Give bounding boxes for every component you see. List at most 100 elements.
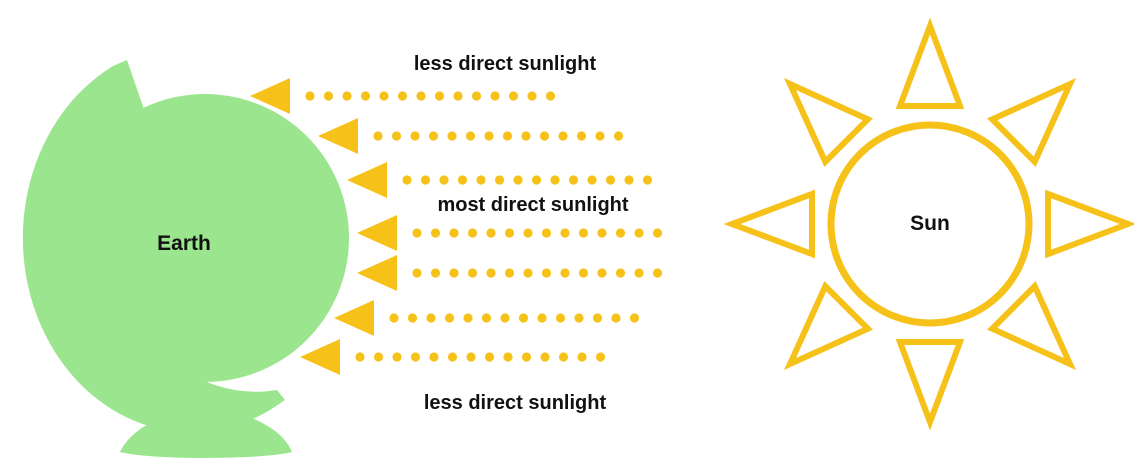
- ray-arrowhead: [357, 255, 397, 291]
- sun-beam: [992, 84, 1070, 162]
- ray-dot: [509, 91, 518, 100]
- middle-rays-label: most direct sunlight: [437, 194, 628, 216]
- ray-dot: [429, 131, 438, 140]
- ray-dot: [458, 175, 467, 184]
- ray-dot: [421, 175, 430, 184]
- ray-dot: [542, 268, 551, 277]
- ray-arrowhead: [318, 118, 358, 154]
- sun-label: Sun: [910, 212, 950, 235]
- ray-dot: [431, 268, 440, 277]
- ray-dot: [542, 228, 551, 237]
- sun-beam: [992, 286, 1070, 364]
- ray-dot: [500, 313, 509, 322]
- ray-dot: [361, 91, 370, 100]
- ray-dot: [398, 91, 407, 100]
- ray-dot: [466, 352, 475, 361]
- ray-dot: [519, 313, 528, 322]
- ray-dot: [527, 91, 536, 100]
- ray-dot: [449, 268, 458, 277]
- ray-dot: [486, 268, 495, 277]
- ray-dot: [468, 268, 477, 277]
- ray-dot: [445, 313, 454, 322]
- ray-dot: [556, 313, 565, 322]
- ray-dot: [597, 228, 606, 237]
- ray-dot: [468, 228, 477, 237]
- ray-dot: [634, 268, 643, 277]
- ray-dot: [614, 131, 623, 140]
- ray-dot: [616, 268, 625, 277]
- ray-dot: [324, 91, 333, 100]
- ray-dot: [453, 91, 462, 100]
- ray-dot: [597, 268, 606, 277]
- ray-dot: [355, 352, 364, 361]
- ray-dot: [408, 313, 417, 322]
- ray-dot: [532, 175, 541, 184]
- ray-dot: [482, 313, 491, 322]
- ray-dot: [624, 175, 633, 184]
- ray-dot: [412, 268, 421, 277]
- ray-dot: [579, 268, 588, 277]
- ray-dot: [558, 131, 567, 140]
- ray-dot: [593, 313, 602, 322]
- ray-dot: [653, 228, 662, 237]
- ray-dot: [463, 313, 472, 322]
- ray-dot: [523, 228, 532, 237]
- ray-dot: [596, 352, 605, 361]
- ray-dot: [411, 352, 420, 361]
- ray-dot: [550, 175, 559, 184]
- ray-dot: [616, 228, 625, 237]
- ray-dot: [643, 175, 652, 184]
- ray-dot: [574, 313, 583, 322]
- ray-dot: [537, 313, 546, 322]
- ray-dot: [587, 175, 596, 184]
- ray-dot: [486, 228, 495, 237]
- sun-beam: [900, 342, 960, 422]
- ray-dot: [505, 228, 514, 237]
- ray-dot: [448, 352, 457, 361]
- ray-dot: [611, 313, 620, 322]
- ray-dot: [540, 131, 549, 140]
- sun-beam: [732, 194, 812, 254]
- ray-dot: [426, 313, 435, 322]
- ray-dot: [476, 175, 485, 184]
- bottom-rays-label: less direct sunlight: [424, 392, 607, 414]
- ray-dot: [579, 228, 588, 237]
- ray-dot: [521, 131, 530, 140]
- ray-dot: [569, 175, 578, 184]
- ray-dot: [472, 91, 481, 100]
- ray-dot: [449, 228, 458, 237]
- sun-beam: [900, 26, 960, 106]
- ray-dot: [402, 175, 411, 184]
- ray-dot: [392, 131, 401, 140]
- ray-dot: [484, 131, 493, 140]
- ray-dot: [560, 268, 569, 277]
- ray-dot: [490, 91, 499, 100]
- ray-arrowhead: [347, 162, 387, 198]
- ray-dot: [429, 352, 438, 361]
- ray-dot: [416, 91, 425, 100]
- ray-dot: [540, 352, 549, 361]
- ray-dot: [431, 228, 440, 237]
- ray-dot: [522, 352, 531, 361]
- ray-dot: [435, 91, 444, 100]
- sun-beam: [790, 84, 868, 162]
- ray-dot: [505, 268, 514, 277]
- ray-dot: [392, 352, 401, 361]
- ray-dot: [630, 313, 639, 322]
- ray-dot: [634, 228, 643, 237]
- ray-dot: [495, 175, 504, 184]
- ray-dot: [606, 175, 615, 184]
- ray-dot: [379, 91, 388, 100]
- ray-dot: [577, 352, 586, 361]
- ray-arrowhead: [334, 300, 374, 336]
- ray-arrowhead: [357, 215, 397, 251]
- ray-dot: [447, 131, 456, 140]
- ray-dot: [523, 268, 532, 277]
- ray-dot: [389, 313, 398, 322]
- ray-dot: [410, 131, 419, 140]
- ray-dot: [439, 175, 448, 184]
- ray-arrowhead: [300, 339, 340, 375]
- sun: Sun: [732, 26, 1128, 422]
- ray-dot: [513, 175, 522, 184]
